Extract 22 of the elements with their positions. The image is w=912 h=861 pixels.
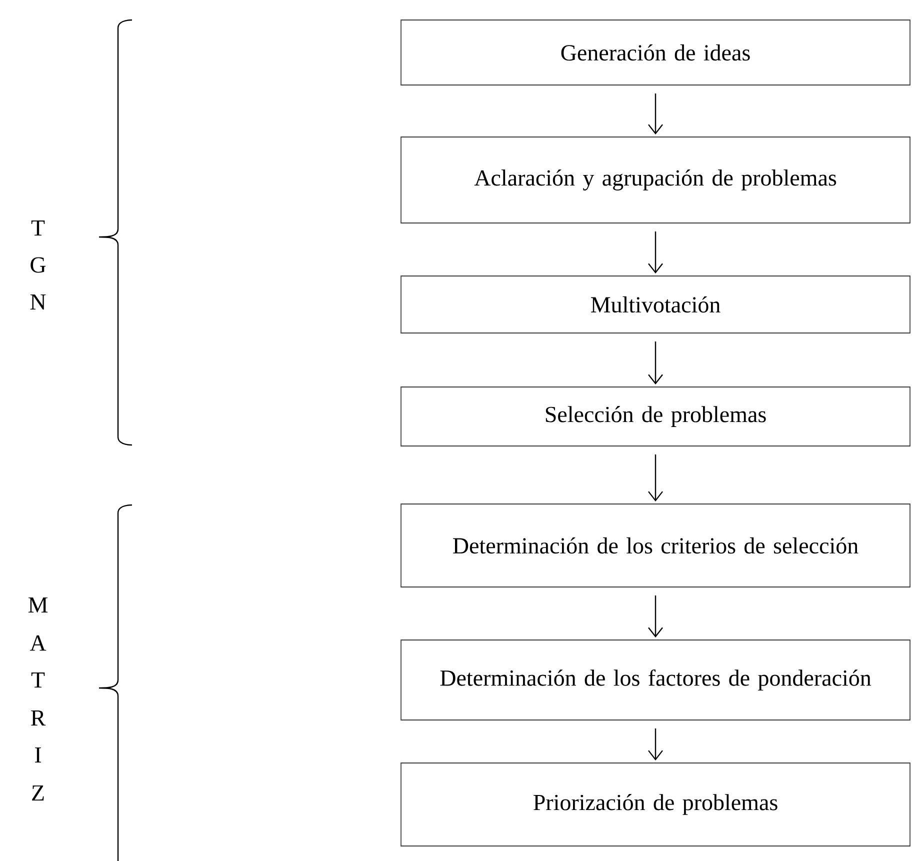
process-box: Determinación de los factores de ponderación <box>400 640 910 720</box>
side-letter: M <box>28 597 48 613</box>
process-box: Aclaración y agrupación de problemas <box>400 136 910 224</box>
side-letter: N <box>30 294 46 310</box>
arrow <box>648 231 663 274</box>
side-letter: R <box>31 710 46 726</box>
side-letter: T <box>31 672 45 688</box>
arrow <box>648 595 663 638</box>
arrow <box>648 93 663 135</box>
side-letter: T <box>31 220 45 236</box>
side-letter: Z <box>32 785 44 801</box>
process-box: Priorización de problemas <box>400 762 910 846</box>
arrow <box>648 454 663 502</box>
process-box: Multivotación <box>400 276 910 334</box>
side-letter: I <box>35 747 42 763</box>
process-box: Determinación de los criterios de selección <box>400 504 910 588</box>
process-box: Generación de ideas <box>400 20 910 86</box>
side-letter: A <box>30 635 46 651</box>
arrow <box>648 341 663 385</box>
side-letter: G <box>30 257 46 273</box>
arrow <box>648 728 663 761</box>
process-box: Selección de problemas <box>400 386 910 446</box>
